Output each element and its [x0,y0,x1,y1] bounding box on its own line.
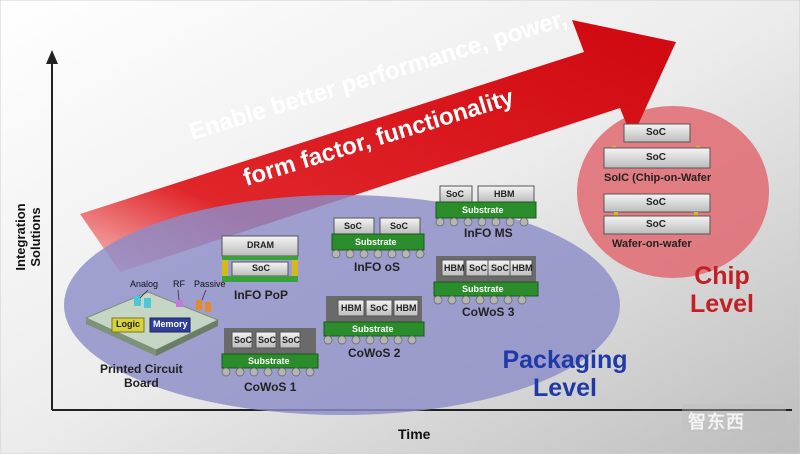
cowos-3-hbm-2-label: HBM [512,263,533,273]
pcb-illustration [84,289,220,356]
cowos-3-soc-2-label: SoC [491,263,509,273]
pcb-logic-label: Logic [116,319,140,329]
wafer-on-wafer-stack [603,193,711,235]
soic-top-soc-label: SoC [646,127,666,138]
cowos-2-label: CoWoS 2 [348,346,401,360]
pcb-analog-label: Analog [130,279,159,289]
cowos-1-label: CoWoS 1 [244,380,297,394]
info-ms-soc-label: SoC [446,189,464,199]
y-axis-label: Integration Solutions [13,203,43,271]
cowos-3-label: CoWoS 3 [462,305,515,319]
cowos-1-soc-3-label: SoC [282,335,300,345]
wafer-on-wafer-label: Wafer-on-wafer [612,238,692,250]
soic-label: SoIC (Chip-on-Wafer [604,172,712,184]
info-pop-soc-label: SoC [252,263,270,273]
cowos-1-soc-1-label: SoC [234,335,252,345]
cowos-1-substrate-label: Substrate [248,356,290,366]
x-axis-label: Time [398,426,431,442]
info-ms-hbm-label: HBM [494,189,515,199]
cowos-3-hbm-1-label: HBM [444,263,465,273]
cowos-3-substrate-label: Substrate [462,284,504,294]
pcb-rf-label: RF [173,279,185,289]
cowos-2-hbm-2-label: HBM [396,303,417,313]
info-os-soc-1-label: SoC [344,221,362,231]
cowos-2-substrate-label: Substrate [352,324,394,334]
cowos-2-hbm-1-label: HBM [341,303,362,313]
info-pop-package [221,235,299,282]
cowos-2-soc-label: SoC [370,303,388,313]
info-os-soc-2-label: SoC [390,221,408,231]
solder-balls [221,217,529,377]
info-pop-dram-label: DRAM [247,240,274,250]
cowos-2-package [323,296,425,337]
wow-top-soc-label: SoC [646,197,666,208]
info-ms-substrate-label: Substrate [462,205,504,215]
watermark-logo: 智东西 [688,412,745,432]
cowos-3-package [433,256,539,297]
cowos-1-soc-2-label: SoC [258,335,276,345]
info-os-package [331,217,425,251]
info-ms-label: InFO MS [464,226,513,240]
soic-stack [603,123,711,169]
cowos-1-package [221,328,319,369]
soic-bottom-soc-label: SoC [646,152,666,163]
info-pop-label: InFO PoP [234,288,288,302]
info-ms-package [435,185,537,219]
pcb-passive-label: Passive [194,279,226,289]
wow-bottom-soc-label: SoC [646,219,666,230]
info-os-substrate-label: Substrate [355,237,397,247]
info-os-label: InFO oS [354,260,400,274]
cowos-3-soc-1-label: SoC [469,263,487,273]
pcb-memory-label: Memory [153,319,188,329]
